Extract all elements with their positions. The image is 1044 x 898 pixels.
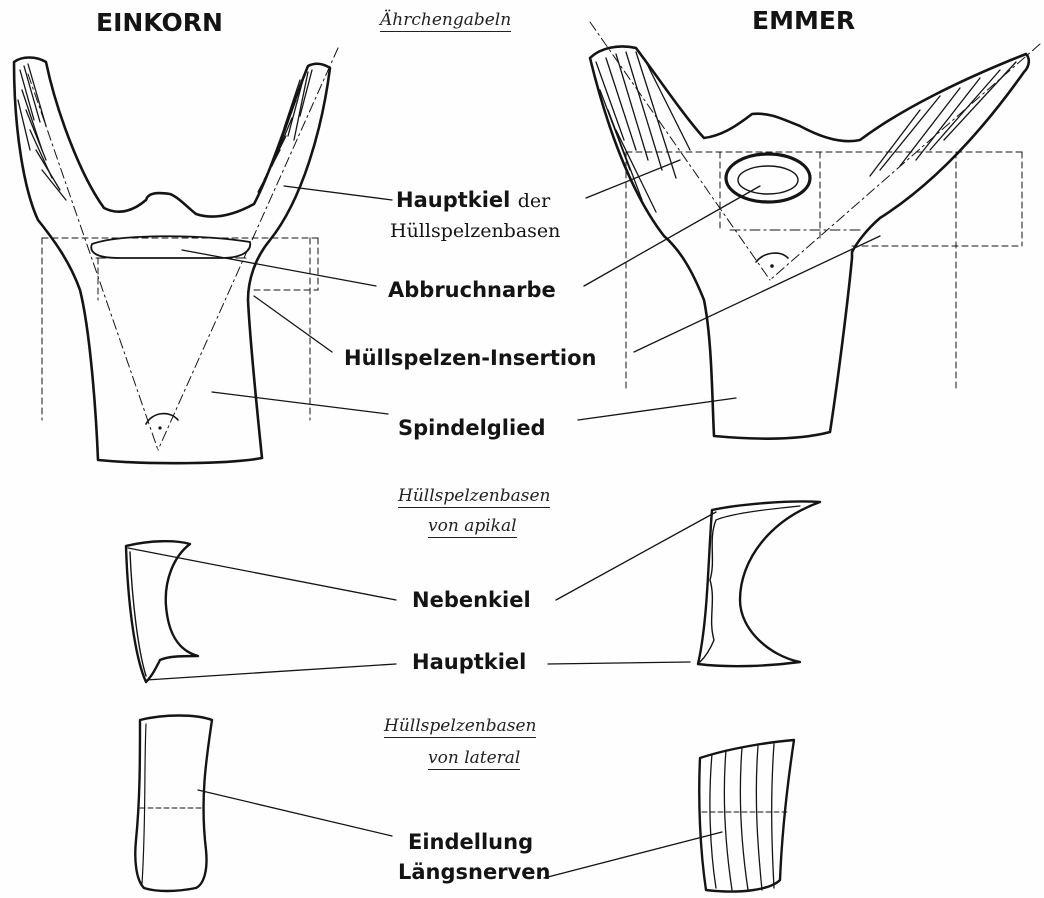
caption-lateral-line2: von lateral <box>428 750 520 770</box>
label-nebenkiel: Nebenkiel <box>412 590 531 611</box>
einkorn-apical-view <box>126 541 198 682</box>
label-spindelglied: Spindelglied <box>398 418 545 439</box>
label-hauptkiel-word: Hauptkiel <box>396 188 510 212</box>
emmer-spikelet-fork <box>590 46 1029 438</box>
emmer-axis-lines <box>590 22 1040 280</box>
emmer-heading: EMMER <box>752 8 855 33</box>
einkorn-construction-lines <box>42 238 318 420</box>
caption-apical-line2: von apikal <box>428 518 517 538</box>
label-abbruchnarbe: Abbruchnarbe <box>388 280 556 301</box>
label-hauptkiel-main: Hauptkiel der <box>396 190 550 211</box>
caption-spikelet-forks: Ährchengabeln <box>380 12 511 32</box>
emmer-apical-view <box>698 501 820 666</box>
einkorn-heading: EINKORN <box>96 10 223 35</box>
einkorn-spikelet-fork <box>14 58 330 464</box>
einkorn-lateral-view <box>135 716 212 892</box>
emmer-lateral-view <box>699 740 794 892</box>
caption-apical-line1: Hüllspelzenbasen <box>398 488 550 508</box>
emmer-construction-lines <box>626 152 1022 392</box>
caption-lateral-line1: Hüllspelzenbasen <box>384 718 536 738</box>
label-huellspelzenbasen: Hüllspelzenbasen <box>390 222 560 241</box>
label-hauptkiel-suffix: der <box>518 190 551 212</box>
label-huellspelzen-insertion: Hüllspelzen-Insertion <box>344 348 597 369</box>
label-hauptkiel-secondary: Hauptkiel <box>412 652 526 673</box>
label-eindellung: Eindellung <box>408 832 533 853</box>
label-laengsnerven: Längsnerven <box>398 862 550 883</box>
